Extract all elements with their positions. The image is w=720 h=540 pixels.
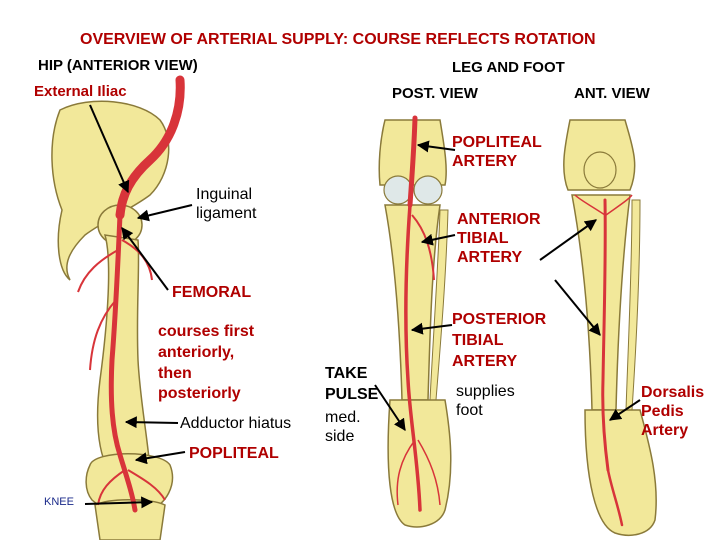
post-patella (383, 175, 413, 205)
ant-tibia (571, 194, 631, 411)
pointer-lines (84, 104, 641, 509)
pointer-knee (84, 496, 154, 509)
pointer-posterior-tibial-right (554, 279, 601, 336)
post-condyle (413, 175, 443, 205)
post-branch-3 (417, 439, 441, 506)
take-pulse-label: TAKE PULSE (325, 365, 379, 403)
external-iliac-artery (115, 75, 185, 220)
posterior-tibial-artery (404, 203, 422, 512)
femoral-artery (108, 212, 138, 513)
femoral-branch-1 (77, 249, 119, 293)
pointer-popliteal-artery (416, 140, 456, 153)
pointer-dorsalis-pedis (609, 399, 641, 421)
med-side-label: med. side (325, 409, 361, 446)
femoral-branch-2 (89, 299, 117, 371)
pointer-femoral (121, 227, 169, 291)
femur-shaft (96, 234, 151, 471)
hip-femur-illustration (51, 75, 185, 540)
post-view-label: POST. VIEW (392, 85, 478, 102)
ant-branch-2 (605, 194, 633, 216)
ant-fibula (625, 199, 641, 411)
dorsalis-pedis-label: Dorsalis Pedis Artery (641, 384, 705, 440)
supplies-foot-label: supplies foot (456, 383, 515, 420)
adductor-hiatus-label: Adductor hiatus (180, 415, 292, 432)
ant-patella (583, 151, 617, 189)
popliteal-artery-post (407, 115, 418, 208)
ant-view-label: ANT. VIEW (574, 85, 650, 102)
femoral-label: FEMORAL (172, 284, 252, 301)
post-foot (387, 399, 452, 528)
hip-view-label: HIP (ANTERIOR VIEW) (38, 57, 198, 74)
femoral-branch-5 (127, 469, 166, 501)
popliteal-label: POPLITEAL (189, 445, 279, 462)
dorsalis-pedis-artery (606, 468, 624, 527)
external-iliac-label: External Iliac (34, 83, 127, 100)
posterior-leg-illustration (378, 115, 452, 528)
ant-foot (584, 409, 657, 536)
knee-label: KNEE (44, 496, 74, 508)
pointer-adductor-hiatus (124, 416, 179, 429)
posterior-tibial-label: POSTERIOR TIBIAL ARTERY (452, 311, 547, 370)
anterior-tibial-label: ANTERIOR TIBIAL ARTERY (457, 211, 541, 267)
inguinal-ligament-label: Inguinal ligament (196, 186, 257, 223)
post-branch-2 (396, 439, 416, 506)
anterior-leg-illustration (563, 119, 657, 536)
pointer-anterior-tibial-right (539, 219, 597, 261)
femoral-branch-4 (97, 469, 126, 506)
pointer-popliteal (134, 451, 186, 465)
anterior-tibial-artery-ant (601, 198, 610, 472)
pointer-posterior-tibial (410, 322, 453, 335)
pelvis-bone (51, 100, 170, 281)
courses-first-label: courses first anteriorly, then posterior… (158, 323, 255, 403)
page-title: OVERVIEW OF ARTERIAL SUPPLY: COURSE REFL… (80, 31, 596, 48)
pointer-anterior-tibial (420, 233, 456, 246)
tibia-top-left (94, 499, 166, 540)
pointer-external-iliac (89, 104, 130, 194)
pointer-inguinal (136, 204, 193, 222)
ant-branch-1 (574, 194, 606, 216)
leg-foot-label: LEG AND FOOT (452, 59, 565, 76)
pointer-take-pulse (374, 384, 406, 431)
popliteal-artery-label: POPLITEAL ARTERY (452, 134, 542, 171)
